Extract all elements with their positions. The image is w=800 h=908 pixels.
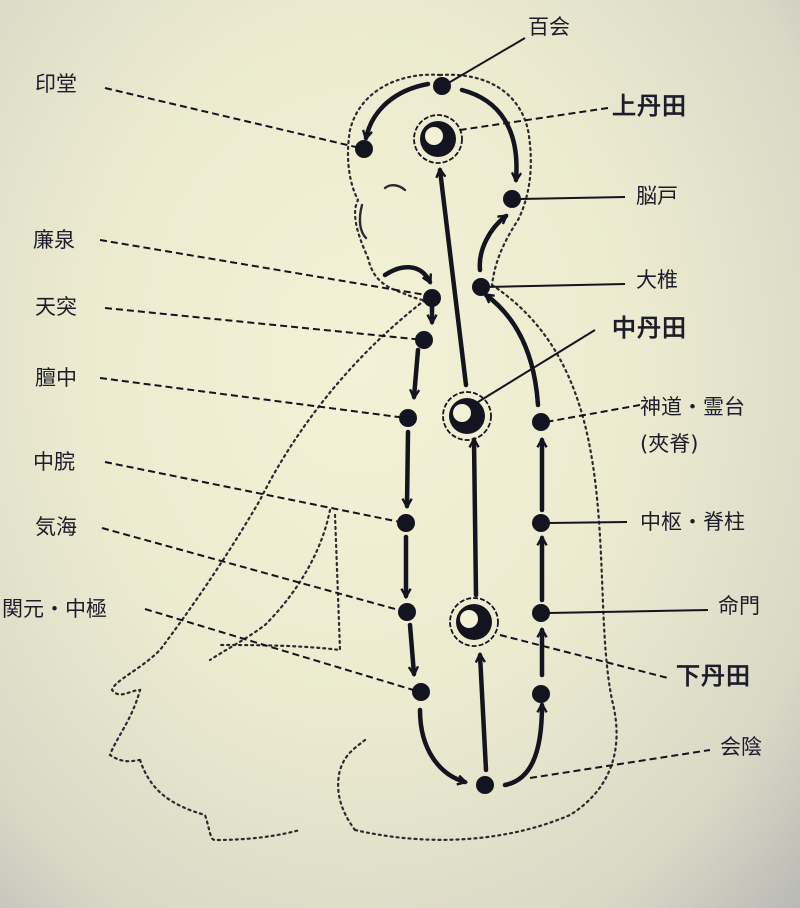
leader-lines bbox=[99, 87, 711, 779]
point-danzhong bbox=[399, 409, 417, 427]
dantian-circles bbox=[413, 114, 499, 647]
lower-dantian-icon bbox=[449, 597, 499, 647]
point-mingmen bbox=[532, 604, 550, 622]
point-zhongwan bbox=[397, 514, 415, 532]
point-guanyuan bbox=[412, 683, 430, 701]
point-lianquan bbox=[423, 289, 441, 307]
label-baihui: 百会 bbox=[528, 15, 570, 39]
label-lower-dantian: 下丹田 bbox=[676, 662, 751, 690]
point-dazhui bbox=[472, 278, 490, 296]
point-lower-back bbox=[532, 685, 550, 703]
middle-dantian-icon bbox=[442, 391, 492, 441]
point-yintang bbox=[355, 140, 373, 158]
label-jiaji: (夾脊) bbox=[640, 432, 699, 456]
label-mingmen: 命門 bbox=[718, 594, 760, 618]
label-guanyuan-zhongji: 関元・中極 bbox=[2, 597, 107, 621]
point-zhongshu bbox=[532, 514, 550, 532]
label-zhongwan: 中脘 bbox=[33, 450, 75, 474]
label-zhongshu-jizhu: 中枢・脊柱 bbox=[640, 510, 745, 534]
point-tiantu bbox=[415, 331, 433, 349]
point-qihai bbox=[398, 603, 416, 621]
flow-arrows bbox=[366, 81, 542, 788]
face-details bbox=[358, 184, 407, 240]
point-baihui bbox=[433, 77, 451, 95]
label-upper-dantian: 上丹田 bbox=[612, 92, 687, 120]
solid-leader-lines bbox=[444, 37, 709, 614]
label-lianquan: 廉泉 bbox=[33, 228, 75, 252]
body-outline bbox=[108, 73, 618, 842]
label-middle-dantian: 中丹田 bbox=[612, 314, 687, 342]
label-yintang: 印堂 bbox=[35, 72, 77, 96]
label-qihai: 気海 bbox=[35, 515, 77, 539]
label-naohu: 脳戸 bbox=[636, 184, 678, 208]
point-huiyin bbox=[476, 776, 494, 794]
upper-dantian-icon bbox=[413, 114, 463, 164]
label-huiyin: 会陰 bbox=[720, 735, 762, 759]
point-shendao bbox=[532, 413, 550, 431]
label-tiantu: 天突 bbox=[35, 295, 77, 319]
label-shendao-lingtai: 神道・霊台 bbox=[640, 395, 745, 419]
point-naohu bbox=[503, 190, 521, 208]
label-dazhui: 大椎 bbox=[636, 268, 678, 292]
label-danzhong: 膻中 bbox=[35, 366, 77, 390]
acupoints bbox=[355, 77, 550, 794]
